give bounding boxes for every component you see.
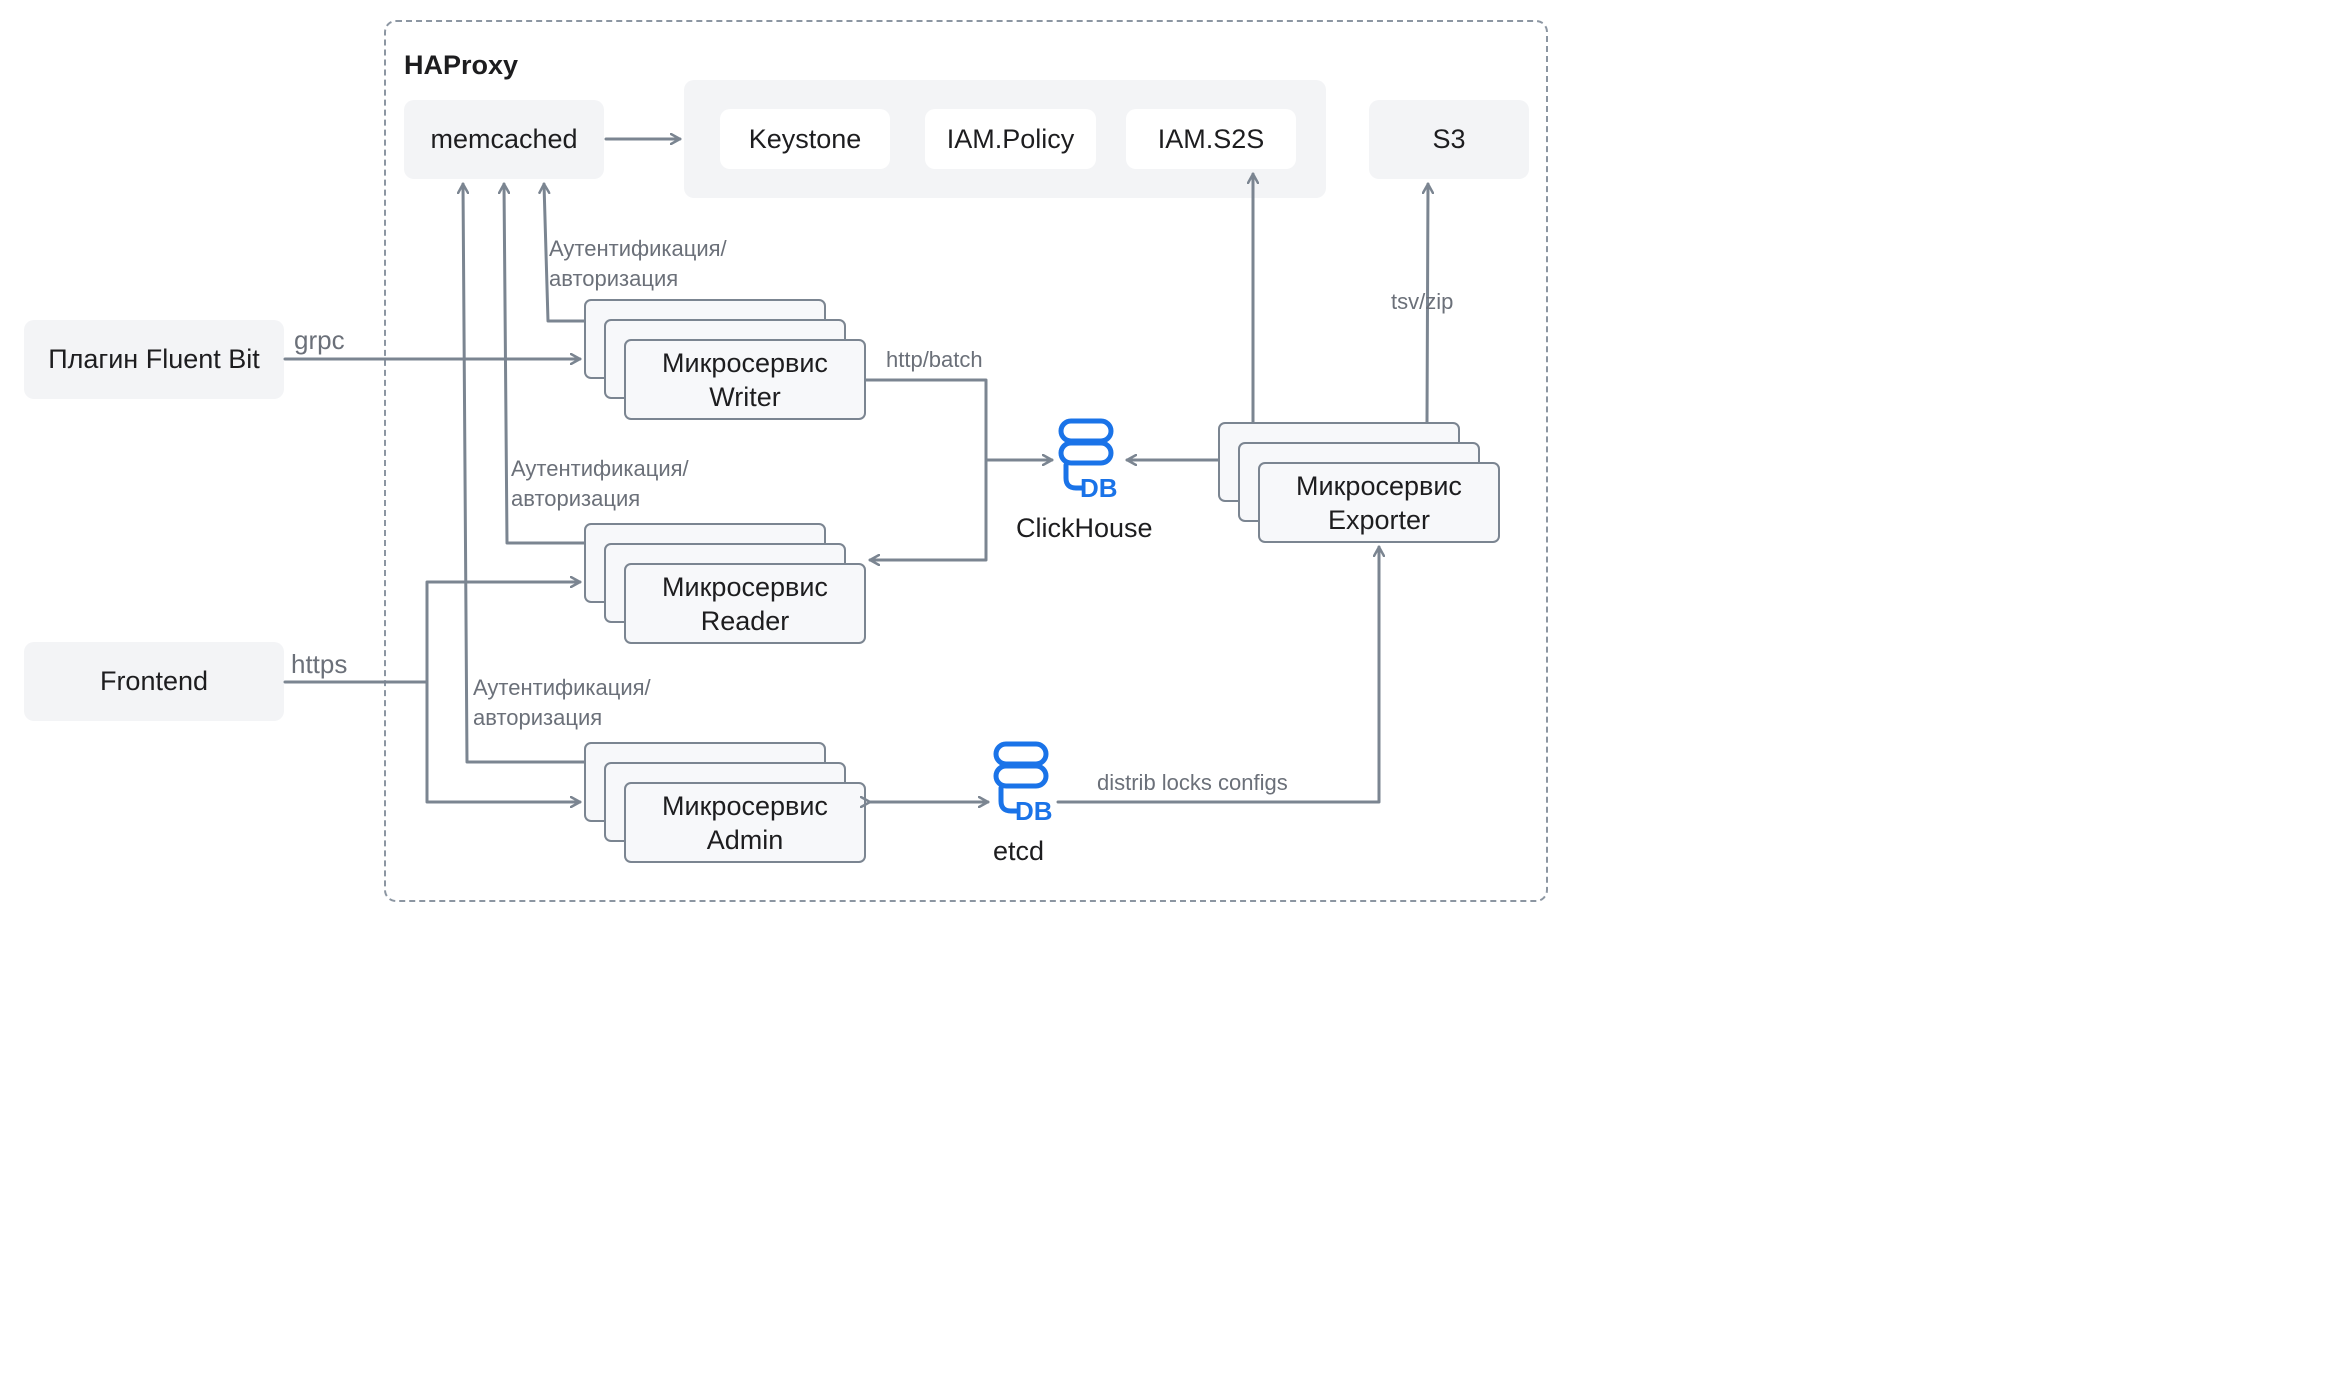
frontend-node: Frontend [24,642,284,721]
exporter-line2: Exporter [1327,504,1431,535]
keystone-node: Keystone [720,109,890,169]
reader-line1: Микросервис [662,571,828,602]
exporter-service: Микросервис Exporter [1258,462,1500,543]
fluent-bit-node: Плагин Fluent Bit [24,320,284,399]
distrib-locks-label: distrib locks configs [1097,770,1288,795]
connectors-layer: DB DB [283,0,1560,826]
reader-auth-label: Аутентификация/ авторизация [511,456,689,511]
writer-line2: Writer [709,381,781,412]
https-to-admin-arrow [425,680,582,802]
admin-service: Микросервис Admin [624,782,866,863]
reader-line2: Reader [700,605,790,636]
memcached-node: memcached [404,100,604,179]
admin-auth-arrow [463,182,586,764]
haproxy-title: HAProxy [404,50,519,80]
iam-policy-node: IAM.Policy [925,109,1096,169]
clickhouse-db-badge: DB [1080,473,1118,503]
writer-auth-label: Аутентификация/ авторизация [549,236,727,291]
writer-service: Микросервис Writer [624,339,866,420]
admin-line2: Admin [706,824,784,855]
admin-line1: Микросервис [662,790,828,821]
https-to-reader-arrow [425,582,582,684]
reader-service: Микросервис Reader [624,563,866,644]
etcd-db-icon: DB [993,741,1053,826]
grpc-label: grpc [294,325,345,355]
etcd-label: etcd [993,836,1045,866]
writer-auth-arrow [544,182,586,323]
http-batch-label: http/batch [886,347,983,372]
writer-line1: Микросервис [662,347,828,378]
s3-node: S3 [1369,100,1529,179]
clickhouse-label: ClickHouse [1016,513,1153,543]
exporter-line1: Микросервис [1296,470,1462,501]
clickhouse-to-reader-arrow [868,458,988,560]
reader-auth-arrow [504,182,586,545]
iam-s2s-node: IAM.S2S [1126,109,1296,169]
haproxy-frame [384,20,1548,902]
architecture-diagram: HAProxy memcached Keystone IAM.Policy IA… [0,0,1560,918]
writer-to-clickhouse-arrow [864,378,1054,460]
tsv-zip-label: tsv/zip [1391,289,1454,314]
etcd-to-exporter-arrow [1056,545,1379,804]
etcd-db-badge: DB [1015,796,1053,826]
clickhouse-db-icon: DB [1058,418,1118,503]
exporter-to-s3-arrow [1427,182,1428,424]
admin-auth-label: Аутентификация/ авторизация [473,675,651,730]
https-label: https [291,649,348,679]
